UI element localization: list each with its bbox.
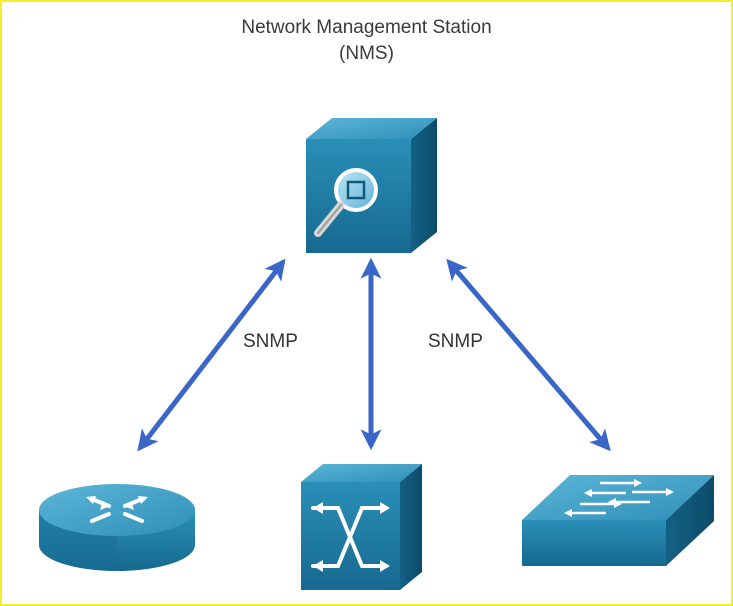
snmp-link-router xyxy=(137,258,286,452)
snmp-label-left: SNMP xyxy=(243,331,298,352)
switch-icon xyxy=(522,475,714,566)
nms-subtitle: (NMS) xyxy=(339,43,394,64)
snmp-label-right: SNMP xyxy=(428,331,483,352)
multilayer-switch-icon xyxy=(301,464,422,590)
nms-title: Network Management Station xyxy=(241,17,492,38)
router-icon xyxy=(39,484,195,571)
nms-server-icon xyxy=(306,118,437,253)
snmp-link-switch xyxy=(446,258,611,452)
